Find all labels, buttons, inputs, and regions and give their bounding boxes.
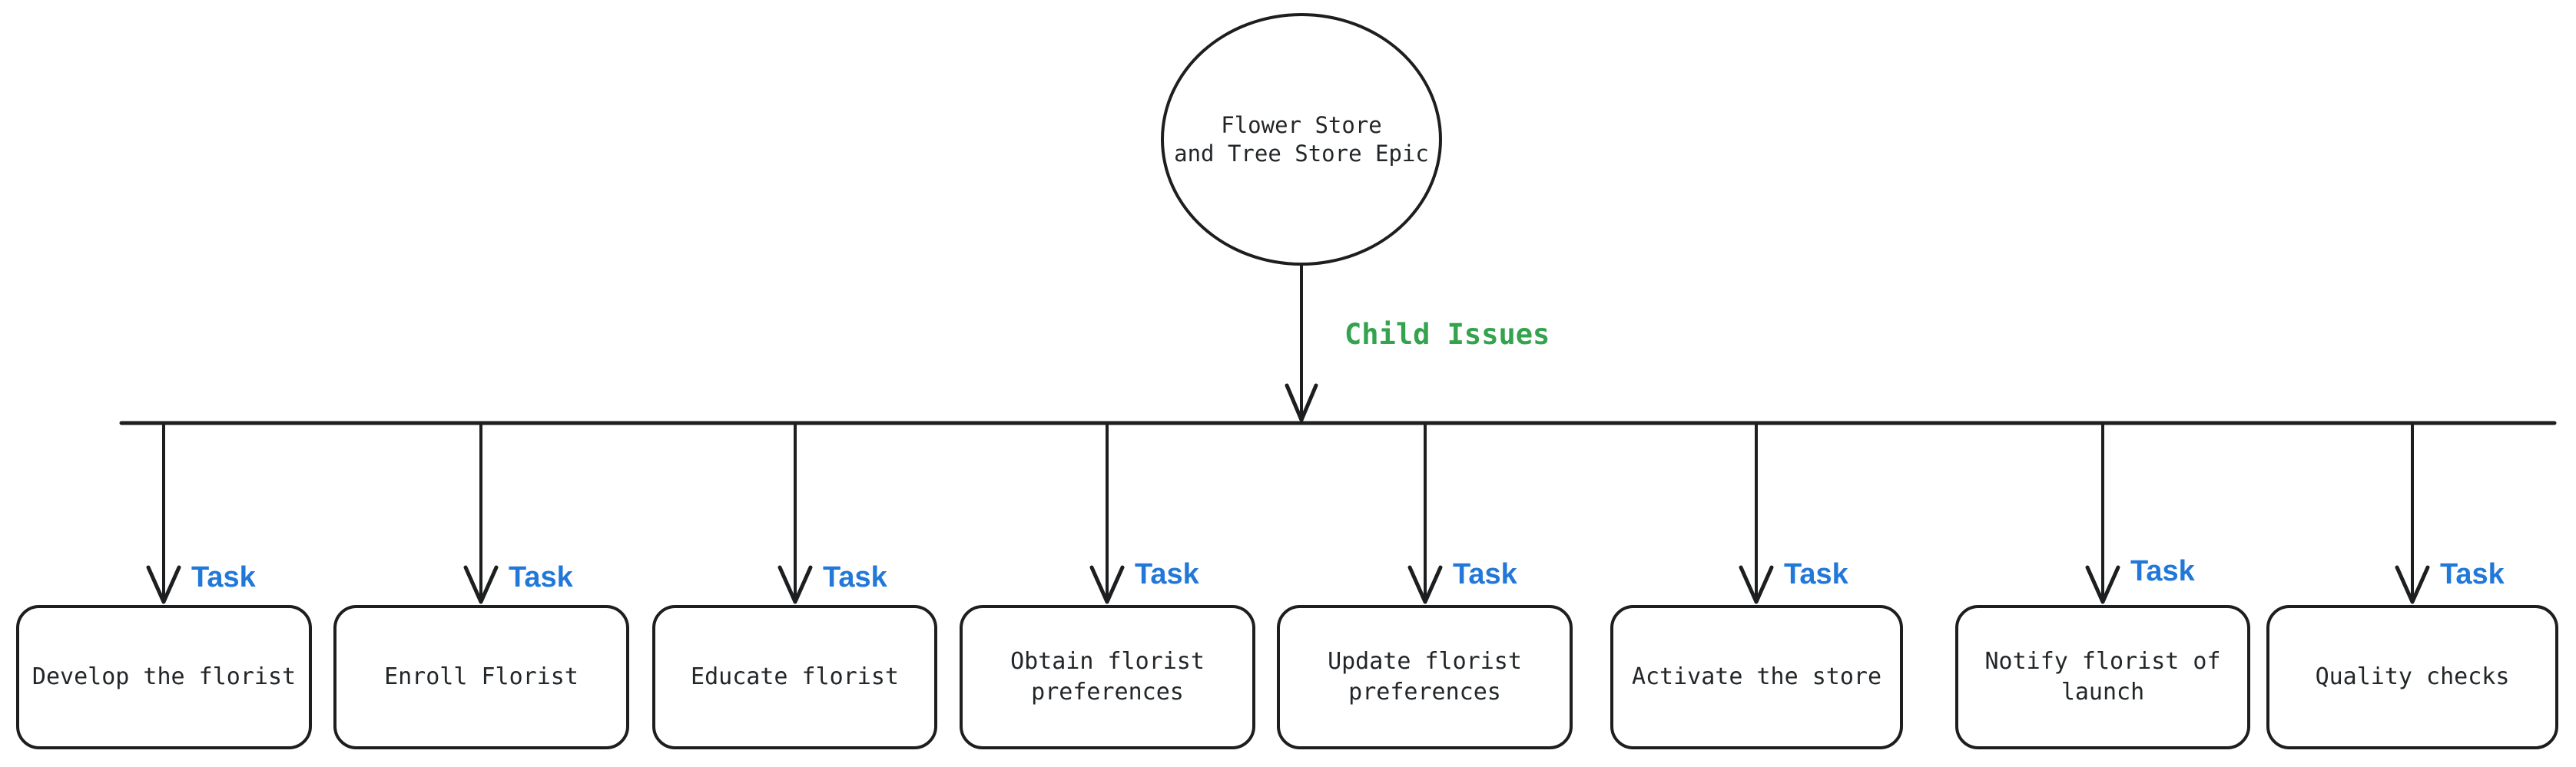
task-node-label: Activate the store — [1631, 663, 1882, 690]
arrowhead-icon — [1089, 565, 1125, 604]
task-node: Enroll Florist — [333, 605, 629, 749]
task-connector-arrow — [1739, 423, 1774, 604]
epic-node-label: Flower Store and Tree Store Epic — [1174, 111, 1429, 168]
task-edge-label: Task — [1784, 558, 1848, 590]
arrowhead-icon — [2395, 565, 2430, 604]
task-connector-arrow — [777, 423, 813, 604]
task-connector-arrow — [1407, 423, 1443, 604]
task-edge-label: Task — [191, 561, 256, 593]
arrowhead-icon — [463, 565, 499, 604]
task-edge-label: Task — [509, 561, 573, 593]
task-connector-arrow — [2085, 423, 2120, 604]
task-edge-label: Task — [1135, 558, 1199, 590]
child-issues-edge-label: Child Issues — [1344, 318, 1550, 351]
epic-label-line2: and Tree Store Epic — [1174, 140, 1429, 167]
task-node: Educate florist — [652, 605, 937, 749]
task-edge-label: Task — [2130, 555, 2195, 587]
epic-node: Flower Store and Tree Store Epic — [1161, 13, 1442, 266]
task-node: Develop the florist — [16, 605, 312, 749]
task-node-label: Enroll Florist — [384, 663, 579, 690]
epic-to-bus-arrow — [1285, 265, 1318, 422]
task-node: Notify florist of launch — [1955, 605, 2250, 749]
arrowhead-icon — [1739, 565, 1774, 604]
task-edge-label: Task — [2440, 558, 2505, 590]
task-node-label: Notify florist of launch — [1984, 648, 2221, 706]
task-node: Update florist preferences — [1277, 605, 1573, 749]
task-connector-arrow — [1089, 423, 1125, 604]
task-node-label: Educate florist — [691, 663, 899, 690]
task-edge-label: Task — [1453, 558, 1517, 590]
epic-arrowhead-icon — [1285, 383, 1318, 422]
task-node-label: Obtain florist preferences — [1010, 648, 1205, 706]
arrowhead-icon — [777, 565, 813, 604]
task-edge-label: Task — [823, 561, 887, 593]
arrowhead-icon — [1407, 565, 1443, 604]
task-node: Activate the store — [1610, 605, 1903, 749]
task-node: Quality checks — [2266, 605, 2558, 749]
arrowhead-icon — [2085, 565, 2120, 604]
task-node-label: Update florist preferences — [1328, 648, 1522, 706]
task-connector-arrow — [146, 423, 181, 604]
task-connector-arrow — [463, 423, 499, 604]
epic-label-line1: Flower Store — [1221, 111, 1382, 138]
task-connector-arrow — [2395, 423, 2430, 604]
task-node-label: Develop the florist — [31, 663, 297, 690]
arrowhead-icon — [146, 565, 181, 604]
task-node: Obtain florist preferences — [960, 605, 1255, 749]
task-node-label: Quality checks — [2315, 663, 2510, 690]
